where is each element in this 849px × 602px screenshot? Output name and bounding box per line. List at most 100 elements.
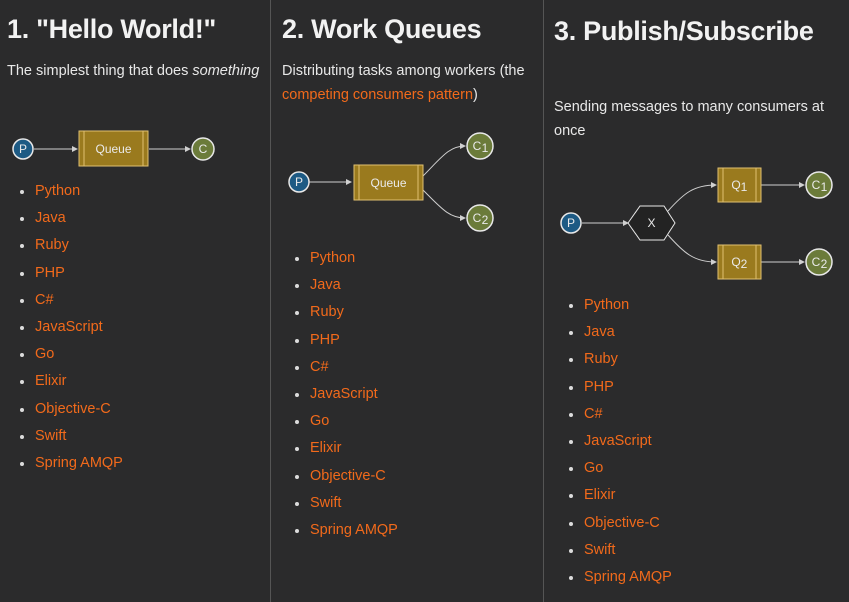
list-item: Go	[295, 408, 398, 435]
svg-text:1: 1	[821, 180, 828, 194]
list-item: C#	[569, 401, 672, 428]
language-link[interactable]: JavaScript	[310, 385, 378, 402]
language-link[interactable]: Objective-C	[584, 514, 660, 531]
list-item: JavaScript	[20, 314, 123, 341]
list-item: Objective-C	[569, 510, 672, 537]
language-link[interactable]: PHP	[310, 331, 340, 348]
language-link[interactable]: Spring AMQP	[584, 568, 672, 585]
description-text: The simplest thing that does	[7, 63, 193, 79]
language-link[interactable]: Java	[310, 277, 341, 294]
list-item: Elixir	[20, 368, 123, 395]
svg-text:C: C	[812, 255, 821, 269]
svg-text:C: C	[812, 178, 821, 192]
consumer-1-node: C 1	[466, 132, 494, 160]
svg-text:2: 2	[482, 213, 489, 227]
list-item: Python	[295, 245, 398, 272]
language-link[interactable]: Ruby	[310, 304, 344, 321]
list-item: JavaScript	[295, 381, 398, 408]
language-link[interactable]: PHP	[584, 378, 614, 395]
tutorial-description: The simplest thing that does something	[7, 59, 262, 83]
language-link[interactable]: Swift	[310, 494, 342, 511]
language-link[interactable]: Go	[310, 413, 330, 430]
tutorial-publish-subscribe: 3. Publish/Subscribe Sending messages to…	[543, 0, 849, 602]
description-emphasis: something	[192, 63, 260, 79]
tutorial-description: Distributing tasks among workers (the co…	[282, 59, 540, 107]
svg-text:P: P	[567, 216, 575, 230]
language-link[interactable]: PHP	[35, 264, 65, 281]
arrow-x-to-q1	[667, 182, 717, 212]
description-text-after: )	[473, 87, 478, 103]
svg-text:P: P	[19, 142, 27, 156]
language-link[interactable]: Go	[35, 346, 55, 363]
work-queues-diagram: P Queue C 1 C 2	[288, 132, 494, 232]
language-link[interactable]: JavaScript	[35, 318, 103, 335]
list-item: C#	[20, 287, 123, 314]
language-link[interactable]: Ruby	[35, 237, 69, 254]
list-item: Swift	[295, 490, 398, 517]
list-item: Ruby	[20, 232, 123, 259]
tutorial-title: 3. Publish/Subscribe	[554, 16, 814, 46]
queue-node: Queue	[353, 164, 424, 201]
svg-text:Q: Q	[731, 178, 740, 192]
queue-2-node: Q 2	[717, 244, 762, 280]
language-link[interactable]: Objective-C	[35, 400, 111, 417]
publish-subscribe-diagram: P X Q 1 Q 2 C 1	[560, 167, 833, 280]
competing-consumers-link[interactable]: competing consumers pattern	[282, 87, 474, 103]
language-link[interactable]: Swift	[584, 541, 616, 558]
language-link[interactable]: Python	[310, 250, 356, 266]
arrow-queue-to-c1	[422, 143, 466, 177]
language-link[interactable]: Elixir	[35, 373, 67, 390]
queue-node: Queue	[78, 130, 149, 167]
list-item: PHP	[295, 327, 398, 354]
language-link[interactable]: Ruby	[584, 351, 618, 368]
hello-world-diagram: P Queue C	[12, 130, 215, 167]
arrow-x-to-q2	[667, 234, 717, 265]
producer-node: P	[12, 138, 34, 160]
svg-text:1: 1	[741, 180, 748, 194]
svg-text:Queue: Queue	[370, 176, 406, 190]
language-link[interactable]: C#	[35, 291, 54, 308]
list-item: PHP	[20, 260, 123, 287]
queue-1-node: Q 1	[717, 167, 762, 203]
tutorial-description: Sending messages to many consumers at on…	[554, 99, 824, 139]
language-link[interactable]: Elixir	[584, 487, 616, 504]
list-item: PHP	[569, 374, 672, 401]
consumer-1-node: C 1	[805, 171, 833, 199]
language-link[interactable]: C#	[310, 358, 329, 375]
list-item: Spring AMQP	[295, 517, 398, 544]
language-link[interactable]: Spring AMQP	[310, 521, 398, 538]
svg-text:C: C	[473, 211, 482, 225]
language-link[interactable]: Objective-C	[310, 467, 386, 484]
producer-node: P	[288, 171, 310, 193]
language-link[interactable]: Java	[584, 324, 615, 341]
language-link[interactable]: Spring AMQP	[35, 454, 123, 471]
language-link[interactable]: Swift	[35, 427, 67, 444]
description-text: Distributing tasks among workers (the	[282, 63, 525, 79]
svg-text:2: 2	[741, 257, 748, 271]
list-item: Elixir	[569, 482, 672, 509]
svg-text:C: C	[199, 142, 208, 156]
list-item: Go	[569, 455, 672, 482]
list-item: C#	[295, 354, 398, 381]
list-item: Swift	[569, 537, 672, 564]
language-link[interactable]: Elixir	[310, 440, 342, 457]
language-link[interactable]: Go	[584, 460, 604, 477]
language-link[interactable]: Python	[35, 183, 81, 199]
list-item: Swift	[20, 423, 123, 450]
producer-node: P	[560, 212, 582, 234]
svg-text:1: 1	[482, 141, 489, 155]
list-item: Ruby	[295, 299, 398, 326]
list-item: Go	[20, 341, 123, 368]
svg-text:2: 2	[821, 257, 828, 271]
language-link[interactable]: Python	[584, 297, 630, 313]
consumer-2-node: C 2	[805, 248, 833, 276]
language-link[interactable]: Java	[35, 210, 66, 227]
language-link[interactable]: C#	[584, 405, 603, 422]
consumer-node: C	[191, 137, 215, 161]
list-item: Python	[569, 292, 672, 319]
list-item: Java	[569, 319, 672, 346]
tutorial-work-queues: 2. Work Queues Distributing tasks among …	[270, 0, 543, 602]
tutorial-hello-world: 1. "Hello World!" The simplest thing tha…	[0, 0, 270, 602]
language-link[interactable]: JavaScript	[584, 432, 652, 449]
